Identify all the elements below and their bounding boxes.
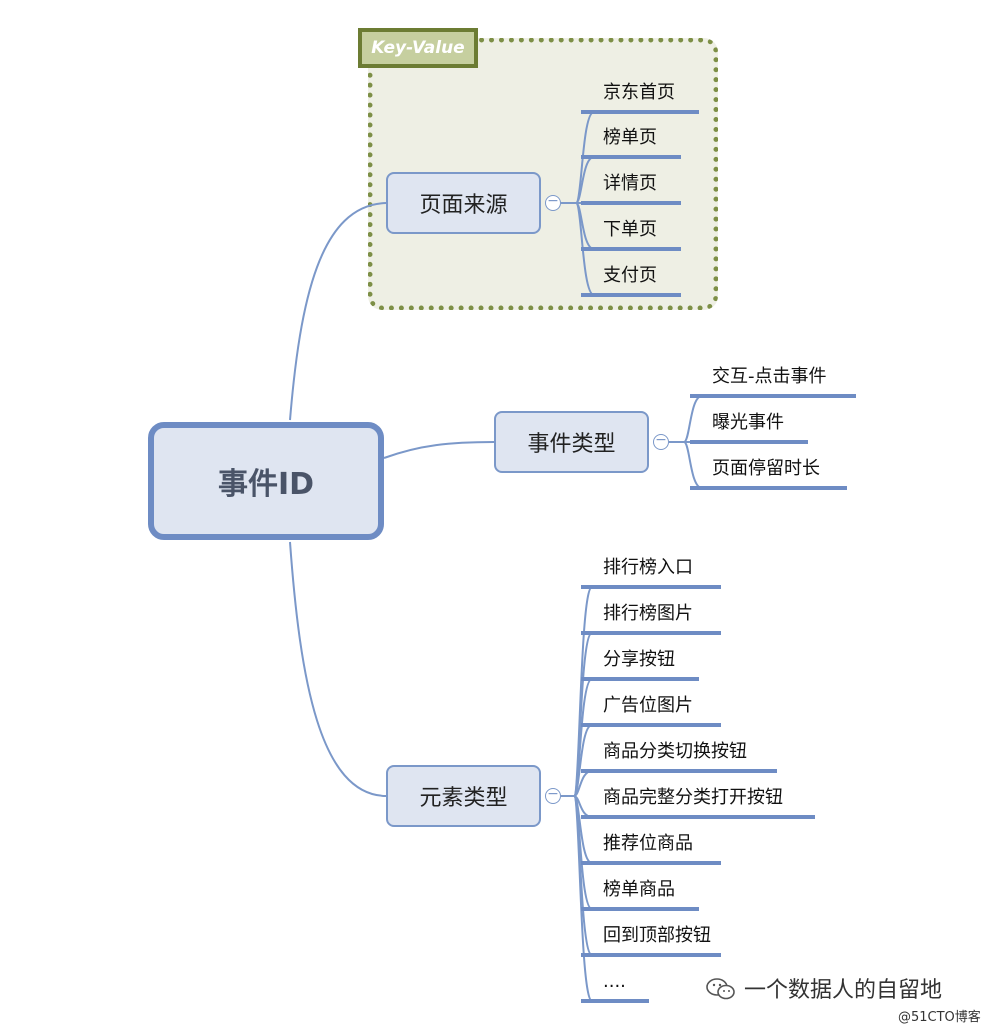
watermark: 一个数据人的自留地 xyxy=(706,972,942,1004)
connector-event-type-leaf-1 xyxy=(669,395,703,443)
page-source-leaf-2[interactable]: 榜单页 xyxy=(603,127,657,148)
element-type-leaf-2[interactable]: 排行榜图片 xyxy=(603,603,693,624)
element-type-leaf-3[interactable]: 分享按钮 xyxy=(603,649,675,670)
connector-page-source-leaf-2 xyxy=(561,156,595,204)
root-topic[interactable]: 事件ID xyxy=(148,422,384,540)
element-type-leaf-9[interactable]: 回到顶部按钮 xyxy=(603,925,711,946)
element-type-leaf-6[interactable]: 商品完整分类打开按钮 xyxy=(603,787,783,808)
element-type-leaf-1[interactable]: 排行榜入口 xyxy=(603,557,693,578)
connector-element-type-leaf-1 xyxy=(561,586,593,797)
branch-event-type-label: 事件类型 xyxy=(527,432,616,457)
connector-element-type-leaf-10 xyxy=(561,795,593,1002)
branch-event-type[interactable]: 事件类型 xyxy=(494,411,649,473)
page-source-leaf-4[interactable]: 下单页 xyxy=(603,219,657,240)
element-type-leaf-7[interactable]: 推荐位商品 xyxy=(603,833,693,854)
collapse-toggle-page-source[interactable]: − xyxy=(545,194,561,211)
branch-page-source-label: 页面来源 xyxy=(419,193,508,218)
root-topic-label: 事件ID xyxy=(217,467,315,502)
key-value-boundary-label: Key-Value xyxy=(358,28,478,68)
wechat-icon xyxy=(706,978,735,1000)
event-type-leaf-2[interactable]: 曝光事件 xyxy=(712,412,784,433)
element-type-leaf-10[interactable]: .... xyxy=(603,971,626,992)
element-type-leaf-8[interactable]: 榜单商品 xyxy=(603,879,675,900)
event-type-leaf-3[interactable]: 页面停留时长 xyxy=(712,458,820,479)
collapse-toggle-event-type[interactable]: − xyxy=(653,433,669,450)
page-source-leaf-3[interactable]: 详情页 xyxy=(603,173,657,194)
connector-root-element-type xyxy=(289,541,387,797)
connector-event-type-leaf-3 xyxy=(669,441,703,489)
connector-root-event-type xyxy=(383,441,495,459)
connector-page-source-leaf-4 xyxy=(561,202,595,250)
watermark-text: 一个数据人的自留地 xyxy=(744,978,943,1003)
collapse-toggle-element-type[interactable]: − xyxy=(545,787,561,804)
connector-root-page-source xyxy=(289,202,387,421)
element-type-leaf-4[interactable]: 广告位图片 xyxy=(603,695,693,716)
page-source-leaf-1[interactable]: 京东首页 xyxy=(603,82,675,103)
branch-page-source[interactable]: 页面来源 xyxy=(386,172,541,234)
event-type-leaf-1[interactable]: 交互-点击事件 xyxy=(712,366,827,387)
element-type-leaf-5[interactable]: 商品分类切换按钮 xyxy=(603,741,747,762)
branch-element-type-label: 元素类型 xyxy=(419,786,508,811)
credit-text: @51CTO博客 xyxy=(898,1010,981,1025)
branch-element-type[interactable]: 元素类型 xyxy=(386,765,541,827)
page-source-leaf-5[interactable]: 支付页 xyxy=(603,265,657,286)
